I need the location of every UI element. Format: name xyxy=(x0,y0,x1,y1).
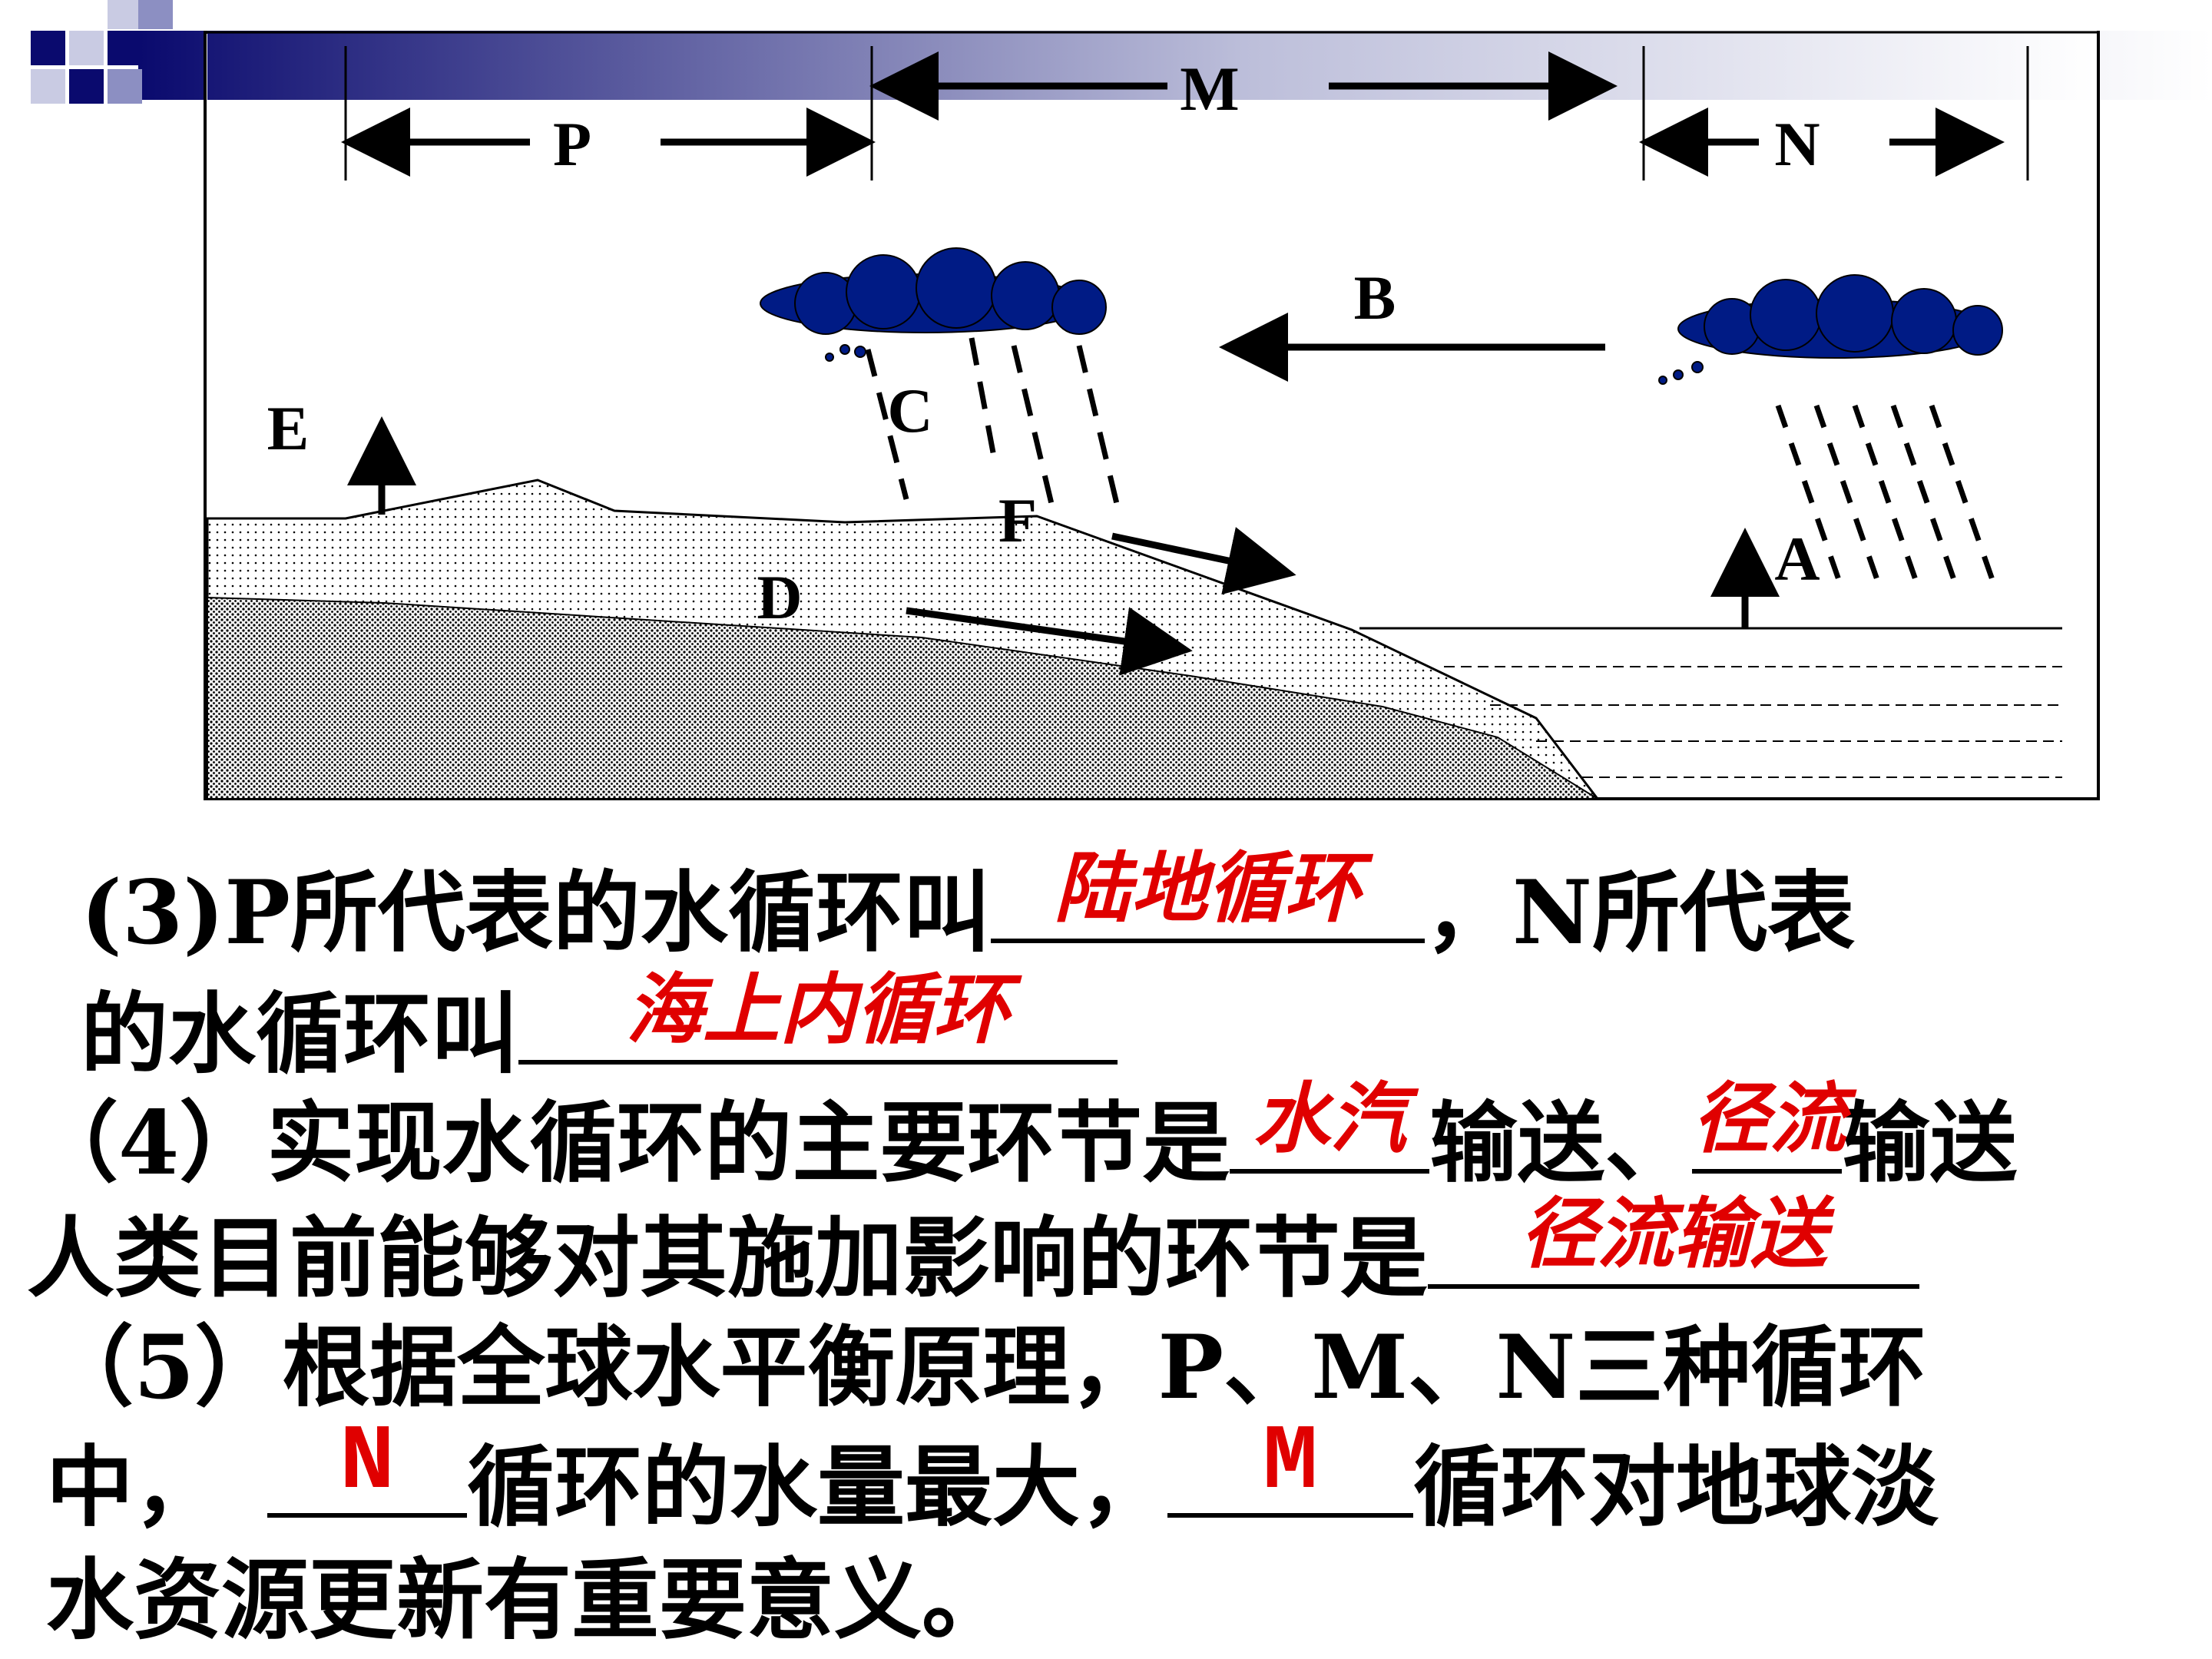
q4-line1: （4）实现水循环的主要环节是水汽输送、径流输送 xyxy=(31,1074,2018,1195)
cloud-land xyxy=(760,247,1107,362)
q4-blank-1: 水汽 xyxy=(1230,1077,1430,1174)
q4-line2: 人类目前能够对其施加影响的环节是径流输送 xyxy=(27,1192,1920,1316)
arrow-f-surface-runoff xyxy=(1111,527,1296,595)
q5-answer-1: N xyxy=(339,1411,396,1515)
process-label-b: B xyxy=(1354,263,1396,333)
q3-line1: (3)P所代表的水循环叫陆地循环，N所代表 xyxy=(81,843,1856,965)
process-label-f: F xyxy=(998,485,1037,555)
process-label-e: E xyxy=(267,393,310,463)
range-label-p: P xyxy=(553,109,591,179)
range-label-m: M xyxy=(1180,54,1239,124)
q4-blank-3: 径流输送 xyxy=(1428,1192,1920,1289)
q5-blank-1: N xyxy=(267,1417,468,1518)
q5-line1: （5）根据全球水平衡原理，P、M、N三种循环 xyxy=(46,1316,1926,1419)
arrow-d-groundwater-runoff xyxy=(906,607,1193,676)
cloud-sea xyxy=(1658,274,2003,385)
sea-surface xyxy=(1359,627,2062,778)
q3-answer-1: 陆地循环 xyxy=(1054,843,1362,933)
q3-blank-2: 海上内循环 xyxy=(518,968,1118,1065)
q3-blank-1: 陆地循环 xyxy=(990,846,1425,943)
process-label-c: C xyxy=(887,376,932,445)
q4-blank-2: 径流 xyxy=(1692,1077,1846,1174)
q5-blank-2: M xyxy=(1167,1417,1414,1518)
water-cycle-diagram: M P N B C E F A D xyxy=(204,31,2100,800)
q5-line3: 水资源更新有重要意义。 xyxy=(46,1548,1010,1651)
q4-answer-3: 径流输送 xyxy=(1520,1189,1828,1279)
rain-land xyxy=(865,337,1121,508)
q3-answer-2: 海上内循环 xyxy=(626,965,1011,1055)
range-label-n: N xyxy=(1774,109,1820,179)
process-label-a: A xyxy=(1774,524,1820,594)
q5-answer-2: M xyxy=(1263,1411,1319,1515)
rain-sea xyxy=(1775,404,2000,594)
land-bedrock-layer xyxy=(207,596,1601,800)
q4-answer-1: 水汽 xyxy=(1253,1074,1407,1164)
process-arrows xyxy=(347,313,1780,676)
range-arrows xyxy=(341,51,2005,177)
q4-answer-2: 径流 xyxy=(1692,1074,1846,1164)
process-label-d: D xyxy=(757,562,802,632)
q3-line2: 的水循环叫海上内循环 xyxy=(81,968,1118,1091)
